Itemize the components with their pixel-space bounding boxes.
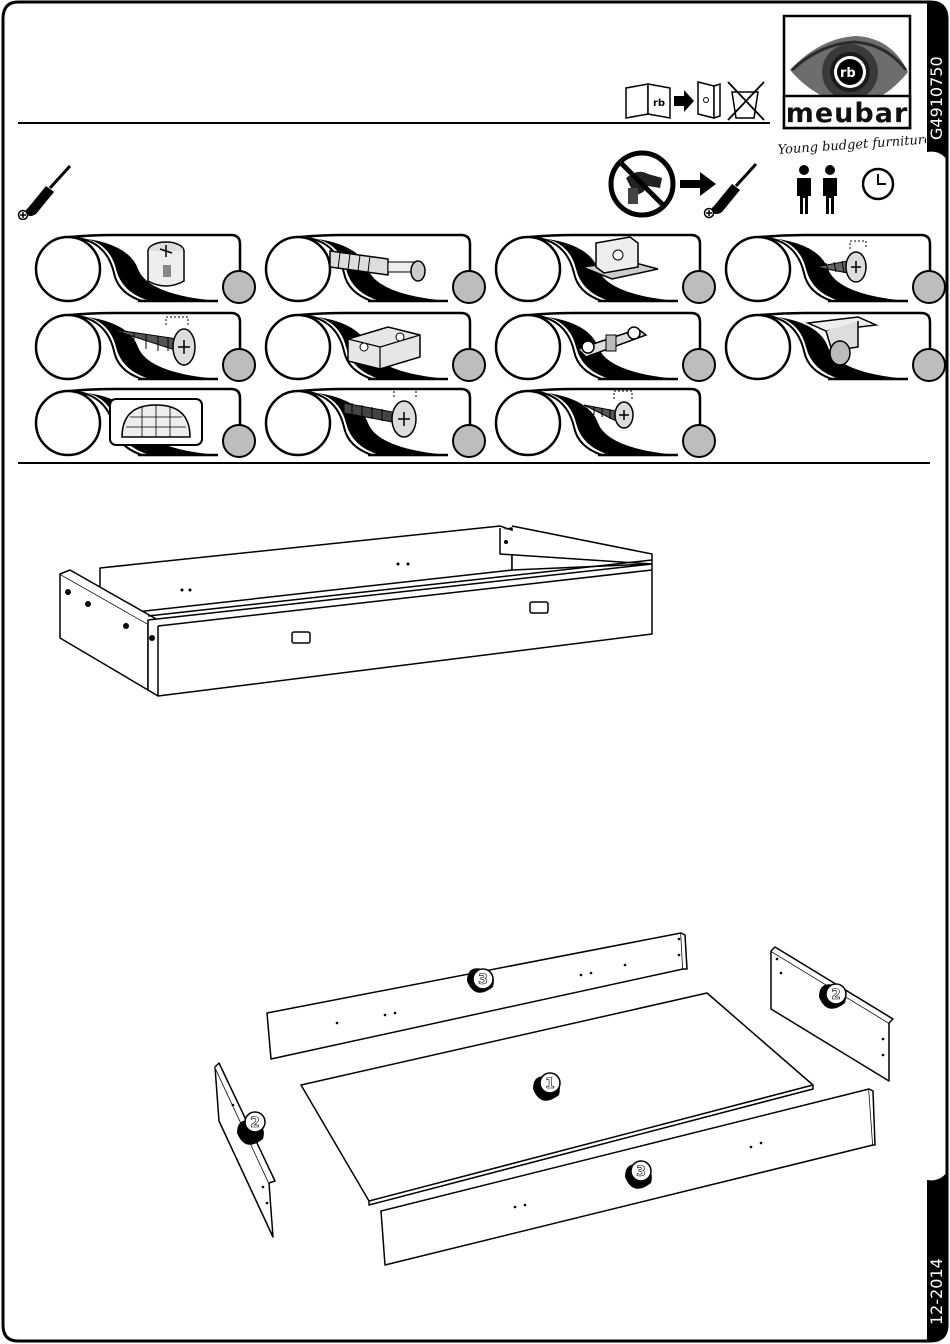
part-card-flange-screw [266, 389, 485, 457]
product-code: G4910750 [927, 56, 946, 140]
phillips-screwdriver-icon [19, 166, 71, 220]
brand-name: meubar [786, 98, 909, 129]
drawer-handle-icon [110, 399, 202, 445]
panel-number: 1 [545, 1076, 555, 1092]
part-card-short-screw [726, 235, 945, 303]
arrow-right-icon [674, 90, 694, 112]
date-code: 12-2014 [927, 1258, 946, 1325]
cam-lock-icon [148, 242, 184, 286]
drawer-clip-icon [578, 327, 646, 357]
panel-number: 3 [478, 972, 488, 988]
no-power-drill-icon [611, 153, 673, 215]
part-card-handle [36, 389, 255, 457]
no-discard-icon [728, 82, 764, 120]
logo-letters: rb [840, 66, 856, 81]
two-persons-icon [797, 165, 837, 214]
brand-logo: rb meubar Young budget furniture [770, 12, 926, 158]
date-code-tab: 12-2014 [920, 1185, 950, 1335]
phillips-screwdriver-icon [705, 164, 757, 218]
part-card-shelf-bracket [496, 235, 715, 303]
binder-icon [698, 82, 720, 118]
part-card-connector-bolt [266, 235, 485, 303]
manual-notice: rb [622, 76, 772, 122]
part-card-small-screw [496, 389, 715, 457]
svg-text:rb: rb [653, 98, 665, 109]
manual-keep-icon: rb [626, 84, 670, 118]
panel-number: 2 [831, 987, 841, 1003]
hardware-parts-list [0, 225, 950, 460]
corner-block-icon [348, 327, 420, 369]
panel-number: 2 [250, 1115, 260, 1131]
exploded-panels-illustration: 3 2 2 1 3 [205, 925, 905, 1275]
part-card-drawer-clip [496, 313, 715, 381]
assembled-drawer-illustration [40, 520, 680, 710]
part-card-caster [726, 313, 945, 381]
clock-icon [863, 169, 893, 199]
tool-guidance [604, 150, 904, 222]
part-card-long-screw [36, 313, 255, 381]
part-card-corner-block [266, 313, 485, 381]
part-card-cam-lock [36, 235, 255, 303]
screwdriver-required [14, 160, 84, 220]
panel-number: 3 [636, 1164, 646, 1180]
arrow-right-icon [680, 172, 716, 196]
